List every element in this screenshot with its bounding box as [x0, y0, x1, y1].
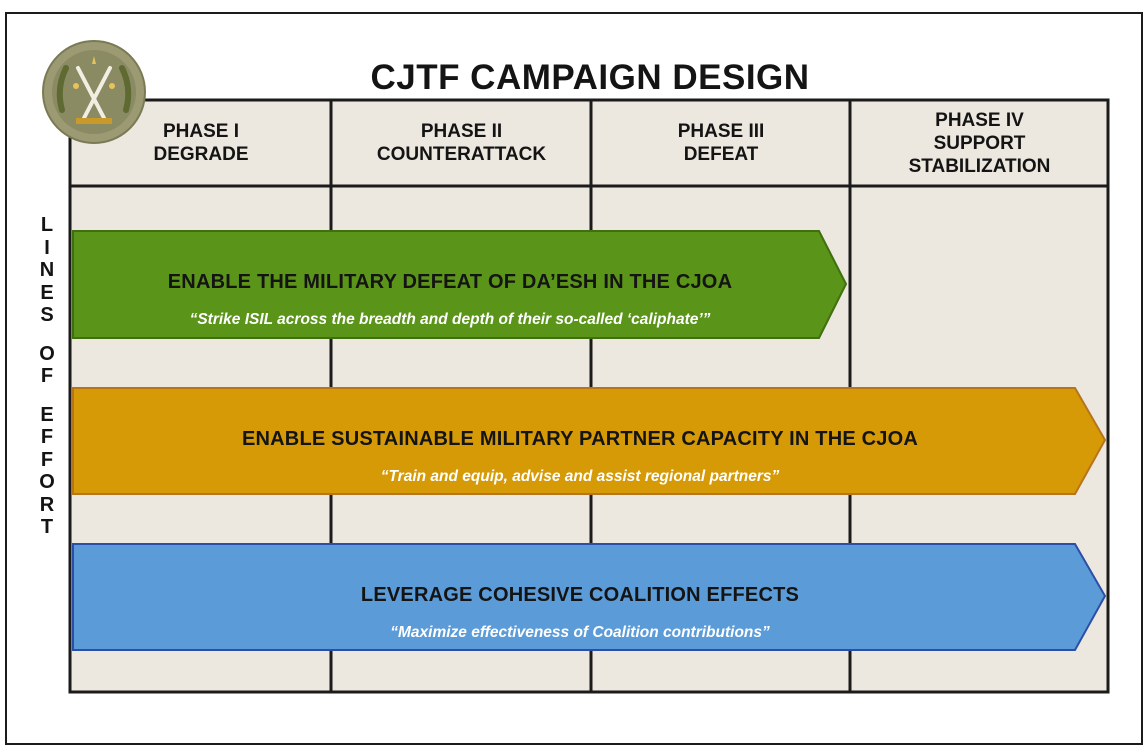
loe-arrow-2 [72, 387, 1107, 495]
phase-name: SUPPORT [933, 132, 1026, 154]
side-letter: O [39, 471, 55, 493]
loe-2-subtitle: “Train and equip, advise and assist regi… [380, 468, 780, 485]
phase-name-cont: STABILIZATION [908, 155, 1051, 177]
loe-3-title: LEVERAGE COHESIVE COALITION EFFECTS [360, 584, 800, 606]
side-letter: N [39, 259, 55, 281]
side-letter: T [40, 516, 54, 538]
cjtf-emblem-icon [42, 40, 146, 144]
loe-1-subtitle: “Strike ISIL across the breadth and dept… [189, 311, 711, 328]
side-letter: S [40, 304, 54, 326]
phase-header-4: PHASE IV SUPPORT STABILIZATION [852, 100, 1107, 186]
side-letter: E [40, 403, 54, 426]
side-letter: I [44, 236, 50, 259]
side-letter: E [40, 281, 54, 304]
side-letter: R [39, 493, 55, 516]
phase-number: PHASE III [677, 121, 765, 142]
phase-name: DEGRADE [153, 144, 249, 165]
loe-arrow-3 [72, 543, 1107, 651]
side-letter: L [40, 214, 54, 236]
loe-2-title: ENABLE SUSTAINABLE MILITARY PARTNER CAPA… [241, 428, 919, 450]
side-letter: O [39, 342, 55, 365]
loe-arrow-1 [72, 230, 848, 339]
phase-header-2: PHASE II COUNTERATTACK [333, 100, 590, 186]
side-letter: F [40, 426, 54, 448]
loe-3-subtitle: “Maximize effectiveness of Coalition con… [390, 624, 770, 641]
side-letter-gap [36, 388, 58, 404]
lines-of-effort-label: L I N E S O F E F F O R T [36, 214, 58, 539]
diagram-title: CJTF CAMPAIGN DESIGN [370, 58, 810, 97]
phase-number: PHASE II [420, 121, 503, 142]
phase-name: DEFEAT [683, 144, 759, 165]
phase-number: PHASE IV [935, 109, 1024, 131]
loe-1-title: ENABLE THE MILITARY DEFEAT OF DA’ESH IN … [167, 271, 733, 293]
side-letter: F [40, 365, 54, 387]
phase-header-3: PHASE III DEFEAT [593, 100, 849, 186]
phase-name: COUNTERATTACK [376, 144, 547, 165]
side-letter: F [40, 448, 54, 471]
phase-header-1: PHASE I DEGRADE [72, 100, 330, 186]
phase-number: PHASE I [162, 121, 240, 142]
side-letter-gap [36, 327, 58, 343]
